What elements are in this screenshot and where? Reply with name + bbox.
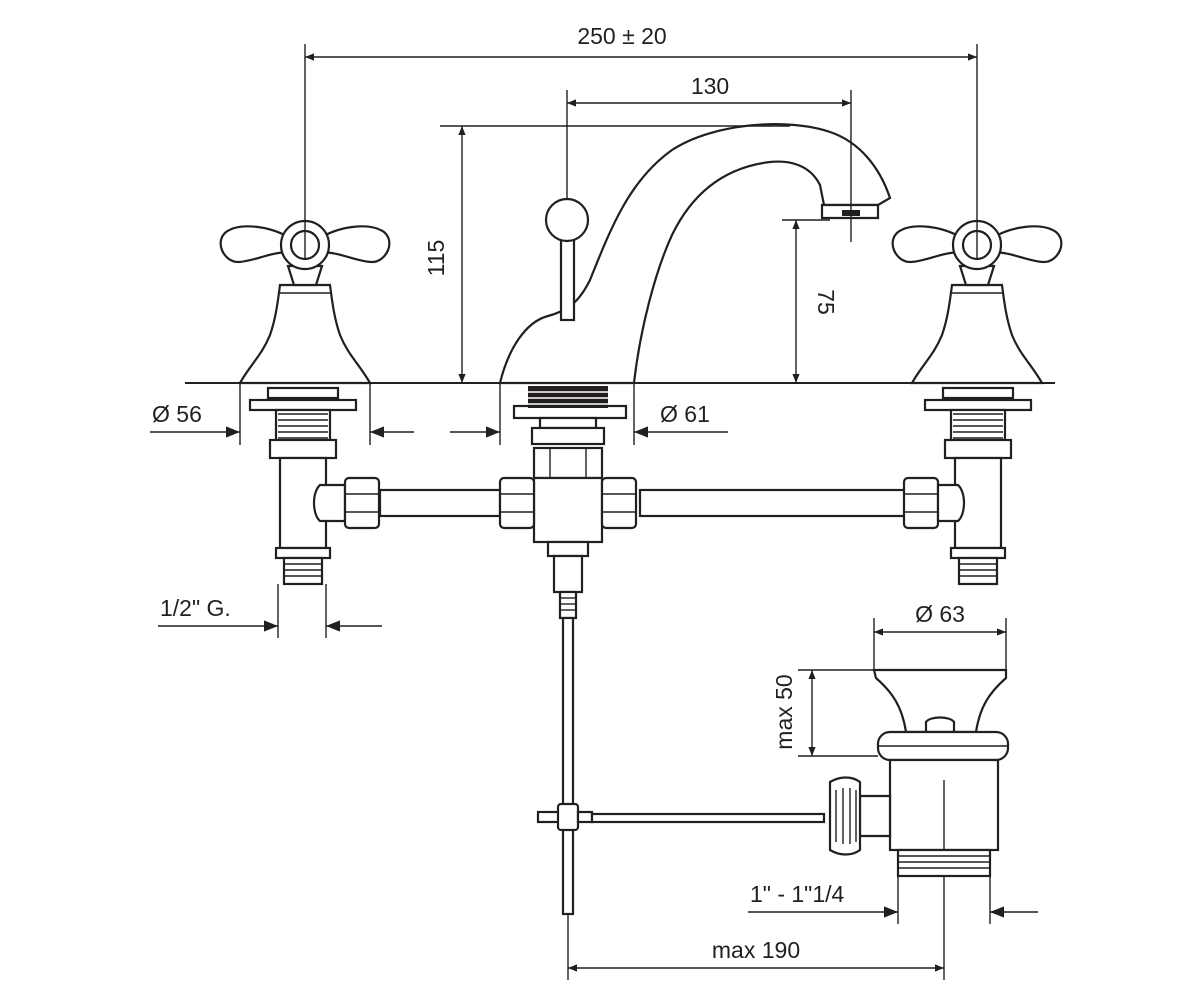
lift-rod <box>544 197 590 322</box>
dimension-overall-width <box>304 44 978 260</box>
label-inlet-thread: 1/2" G. <box>160 595 231 621</box>
dimension-handle-base <box>150 383 414 445</box>
spout <box>498 123 892 385</box>
popup-rod <box>536 590 826 916</box>
left-handle <box>219 219 391 385</box>
label-handle-base: Ø 56 <box>152 401 202 427</box>
label-spout-reach: 130 <box>691 73 729 99</box>
label-waste-height: max 50 <box>771 674 797 749</box>
dimension-spout-height <box>440 125 790 383</box>
dimension-waste-height <box>798 669 878 757</box>
connection-pipes <box>312 476 966 530</box>
label-overall-width: 250 ± 20 <box>577 23 666 49</box>
label-spout-base: Ø 61 <box>660 401 710 427</box>
dimension-spout-base <box>450 383 728 445</box>
dimension-waste-diameter <box>873 618 1007 670</box>
label-waste-distance: max 190 <box>712 937 800 963</box>
dimension-waste-thread <box>748 876 1038 924</box>
dimension-inlet-thread <box>158 584 382 638</box>
spout-shank <box>512 386 628 594</box>
label-outlet-height: 75 <box>813 289 839 315</box>
dimension-waste-distance <box>567 914 945 980</box>
label-waste-thread: 1" - 1"1/4 <box>750 881 845 907</box>
dimension-outlet-height <box>782 219 830 383</box>
right-handle <box>891 219 1063 385</box>
waste-assembly <box>828 668 1010 916</box>
label-waste-diameter: Ø 63 <box>915 601 965 627</box>
dimension-spout-reach <box>566 90 852 242</box>
right-shank <box>923 386 1033 586</box>
label-spout-height: 115 <box>423 240 449 277</box>
